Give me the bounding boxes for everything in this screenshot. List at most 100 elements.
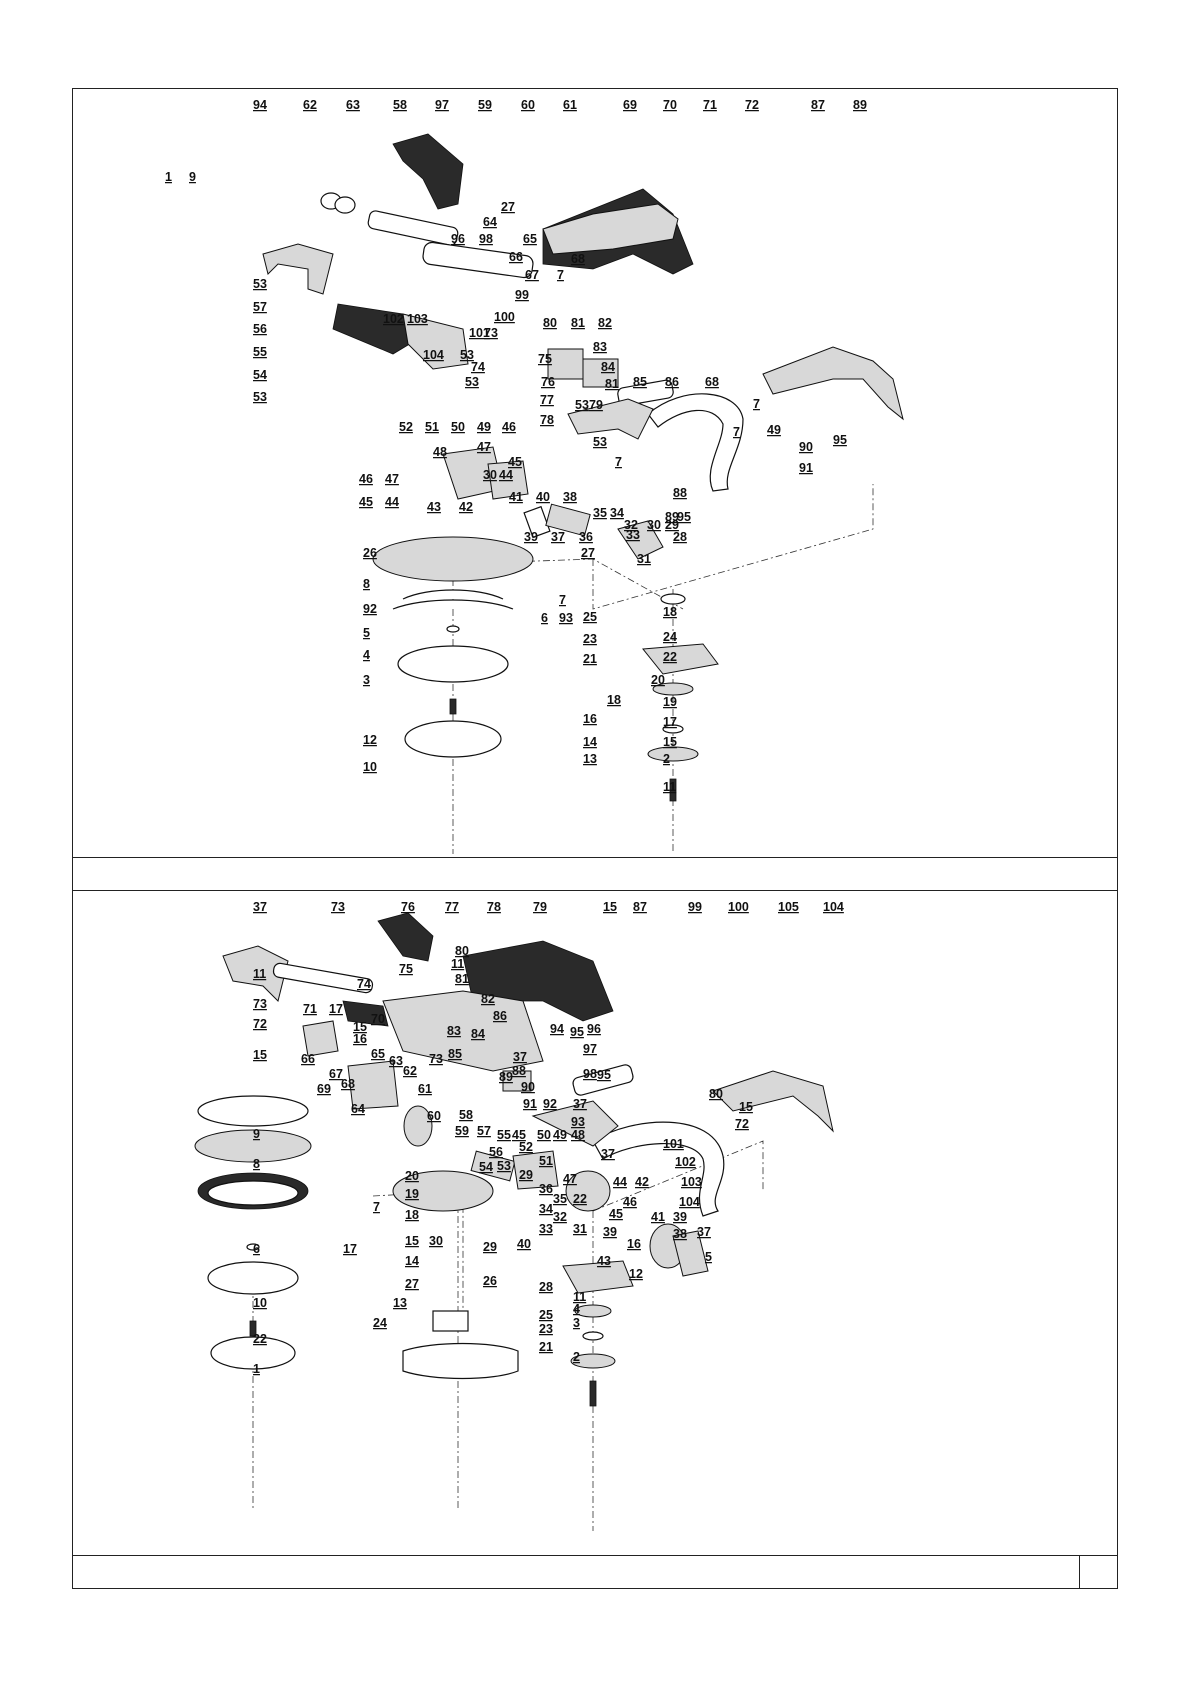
gear-wheel: [652, 682, 694, 696]
top-callout-label: 82: [598, 316, 612, 330]
bottom-callout-label: 37: [697, 1225, 711, 1239]
top-callout-label: 2: [663, 752, 670, 766]
top-callout-label: 97: [435, 98, 449, 112]
bottom-callout-label: 4: [573, 1302, 580, 1316]
top-callout-label: 56: [253, 322, 267, 336]
bottom-callout-label: 15: [253, 1048, 267, 1062]
bottom-callout-label: 48: [571, 1128, 585, 1142]
sanding-plate: [397, 645, 509, 683]
bottom-callout-label: 33: [539, 1222, 553, 1236]
bottom-callout-label: 10: [253, 1296, 267, 1310]
skirt: [402, 1342, 519, 1380]
dust-cover: [372, 536, 534, 582]
drive-flange: [570, 1353, 616, 1369]
top-callout-label: 91: [799, 461, 813, 475]
switch-block: [547, 348, 584, 380]
top-callout-label: 7: [557, 268, 564, 282]
bearing-cover: [523, 505, 551, 539]
bottom-callout-label: 17: [329, 1002, 343, 1016]
top-callout-label: 18: [607, 693, 621, 707]
bottom-callout-label: 3: [573, 1316, 580, 1330]
bottom-callout-label: 29: [483, 1240, 497, 1254]
top-callout-label: 28: [673, 530, 687, 544]
top-callout-label: 53: [593, 435, 607, 449]
bottom-callout-label: 105: [778, 900, 799, 914]
bottom-callout-label: 103: [681, 1175, 702, 1189]
top-callout-label: 36: [579, 530, 593, 544]
bottom-callout-label: 11: [573, 1290, 586, 1304]
bottom-callout-label: 69: [317, 1082, 331, 1096]
bottom-callout-label: 15: [353, 1020, 367, 1034]
top-callout-label: 37: [551, 530, 565, 544]
bottom-callout-label: 78: [487, 900, 501, 914]
top-callout-label: 46: [359, 472, 373, 486]
main-housing-shell: [382, 990, 544, 1072]
bottom-callout-label: 15: [603, 900, 617, 914]
bottom-callout-label: 53: [497, 1159, 511, 1173]
bottom-callout-label: 91: [523, 1097, 537, 1111]
washer: [246, 1243, 260, 1251]
top-callout-label: 32: [624, 518, 638, 532]
top-callout-label: 39: [524, 530, 538, 544]
top-callout-label: 23: [583, 632, 597, 646]
top-callout-label: 11: [663, 780, 676, 794]
sanding-disc: [404, 720, 502, 758]
bottom-callout-label: 29: [519, 1168, 533, 1182]
side-handle: [262, 243, 334, 295]
outer-ring: [197, 1095, 309, 1127]
page-number-cell: [1079, 1556, 1117, 1588]
top-callout-label: 104: [423, 348, 444, 362]
bottom-callout-label: 56: [489, 1145, 503, 1159]
bottom-callout-label: 22: [573, 1192, 587, 1206]
bottom-callout-label: 40: [517, 1237, 531, 1251]
bottom-callout-label: 45: [609, 1207, 623, 1221]
bottom-callout-label: 87: [633, 900, 647, 914]
bottom-callout-label: 26: [483, 1274, 497, 1288]
top-callout-label: 99: [515, 288, 529, 302]
brush-holder: [403, 1105, 433, 1147]
bottom-callout-label: 83: [447, 1024, 461, 1038]
motor-cap: [487, 460, 529, 500]
bottom-callout-label: 49: [553, 1128, 567, 1142]
bottom-callout-label: 21: [539, 1340, 553, 1354]
o-ring-2: [334, 196, 356, 214]
bottom-callout-label: 75: [399, 962, 413, 976]
bottom-callout-label: 13: [393, 1296, 407, 1310]
bellows-hose: [332, 303, 419, 355]
bottom-callout-label: 15: [405, 1234, 419, 1248]
top-callout-label: 87: [811, 98, 825, 112]
bottom-callout-label: 92: [543, 1097, 557, 1111]
bottom-callout-label: 27: [405, 1277, 419, 1291]
bottom-callout-label: 104: [679, 1195, 700, 1209]
bottom-callout-label: 99: [688, 900, 702, 914]
top-callout-label: 59: [478, 98, 492, 112]
armature: [545, 503, 591, 537]
top-callout-label: 10: [363, 760, 377, 774]
top-callout-label: 80: [543, 316, 557, 330]
bottom-callout-label: 61: [418, 1082, 432, 1096]
bottom-callout-label: 46: [623, 1195, 637, 1209]
brush-strip-inner: [207, 1180, 299, 1206]
head-bracket: [402, 313, 469, 370]
top-callout-label: 90: [799, 440, 813, 454]
top-callout-label: 30: [483, 468, 497, 482]
bottom-callout-label: 102: [675, 1155, 696, 1169]
top-callout-label: 18: [663, 605, 677, 619]
top-callout-label: 55: [253, 345, 267, 359]
bottom-callout-label: 57: [477, 1124, 491, 1138]
bottom-callout-label: 50: [537, 1128, 551, 1142]
bottom-callout-label: 89: [499, 1070, 513, 1084]
top-callout-label: 49: [477, 420, 491, 434]
brush-ring-2: [392, 599, 514, 610]
bottom-callout-label: 98: [583, 1067, 597, 1081]
top-callout-label: 47: [477, 440, 491, 454]
bottom-callout-label: 9: [253, 1127, 260, 1141]
bottom-callout-label: 81: [455, 972, 469, 986]
top-callout-label: 52: [399, 420, 413, 434]
bottom-callout-label: 88: [512, 1064, 526, 1078]
top-callout-label: 17: [663, 715, 677, 729]
top-callout-label: 53: [465, 375, 479, 389]
rear-handle-piece: [392, 133, 464, 210]
top-callout-label: 41: [509, 490, 523, 504]
